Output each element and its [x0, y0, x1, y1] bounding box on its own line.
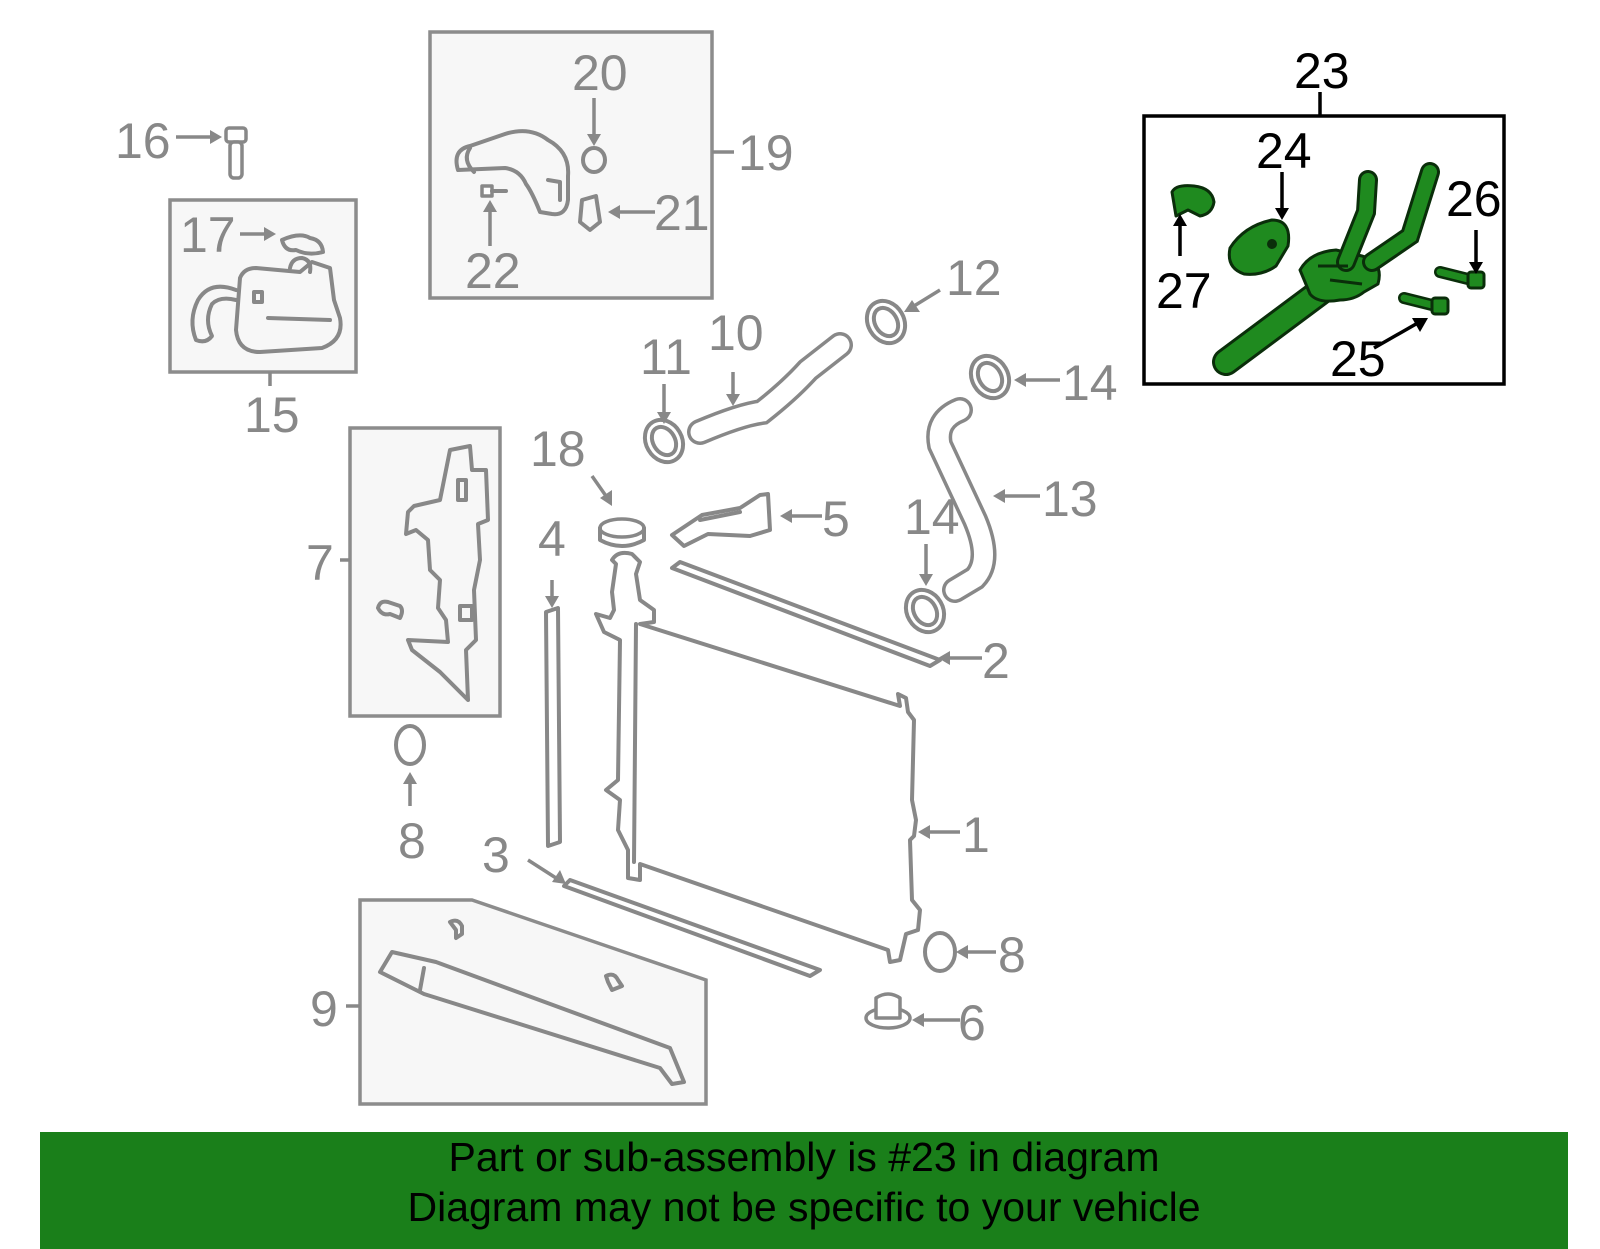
callout-9: 9: [310, 981, 338, 1037]
part-18-cap: [590, 474, 646, 548]
callout-21: 21: [654, 185, 710, 241]
part-6-mount: [864, 992, 960, 1030]
callout-2: 2: [982, 633, 1010, 689]
part-8-ring-left: [394, 724, 426, 806]
leaders-19-group: [483, 98, 655, 246]
part-24-cover: [1227, 172, 1291, 276]
callout-8-left: 8: [398, 813, 426, 869]
callout-24: 24: [1256, 123, 1312, 179]
part-3-seal: [527, 858, 822, 978]
part-2-seal: [670, 560, 982, 668]
part-8-ring-right: [923, 931, 996, 973]
part-13-lower-hose: [926, 397, 1040, 603]
part-7-air-guide-box: [340, 426, 502, 718]
callout-5: 5: [822, 491, 850, 547]
callout-7: 7: [306, 535, 334, 591]
part-9-deflector-box: [346, 898, 708, 1106]
callout-4: 4: [538, 511, 566, 567]
callout-6: 6: [958, 995, 986, 1051]
callout-14-upper: 14: [1062, 355, 1118, 411]
callout-27: 27: [1156, 263, 1212, 319]
callout-25: 25: [1330, 331, 1386, 387]
footer-banner: Part or sub-assembly is #23 in diagram D…: [40, 1132, 1568, 1249]
part-4-seal: [544, 580, 562, 848]
callout-1: 1: [962, 807, 990, 863]
callout-3: 3: [482, 827, 510, 883]
callout-17: 17: [180, 207, 236, 263]
part-14-clamp-lower: [903, 544, 947, 635]
callout-10: 10: [708, 305, 764, 361]
part-1-radiator: [594, 550, 960, 964]
part-23-assembly-box: [1142, 92, 1506, 386]
part-11-clamp: [642, 384, 686, 465]
callout-12: 12: [946, 250, 1002, 306]
footer-line-2: Diagram may not be specific to your vehi…: [407, 1184, 1201, 1230]
callout-16: 16: [115, 113, 171, 169]
part-15-reservoir-box: [168, 198, 358, 374]
callout-13: 13: [1042, 471, 1098, 527]
part-10-upper-hose: [687, 332, 853, 445]
callout-22: 22: [465, 243, 521, 299]
callout-19: 19: [738, 125, 794, 181]
callout-11: 11: [640, 329, 692, 385]
callout-23: 23: [1294, 43, 1350, 99]
part-25-bolt: [1373, 292, 1450, 350]
part-27-gasket: [1170, 184, 1216, 256]
part-12-clamp: [864, 288, 941, 346]
callout-20: 20: [572, 45, 628, 101]
callout-14-lower: 14: [904, 489, 960, 545]
callout-15: 15: [244, 387, 300, 443]
part-5-bracket: [670, 492, 822, 548]
part-16-bolt: [176, 126, 248, 180]
callout-26: 26: [1446, 171, 1502, 227]
part-26-bolt: [1434, 230, 1486, 290]
part-14-clamp-upper: [968, 353, 1060, 401]
part-23-housing: [1212, 162, 1440, 376]
footer-line-1: Part or sub-assembly is #23 in diagram: [448, 1134, 1160, 1180]
part-17-cap-seal: [240, 227, 276, 241]
callout-8-right: 8: [998, 927, 1026, 983]
callout-18: 18: [530, 421, 586, 477]
part-19-outlet-box: [428, 30, 734, 300]
